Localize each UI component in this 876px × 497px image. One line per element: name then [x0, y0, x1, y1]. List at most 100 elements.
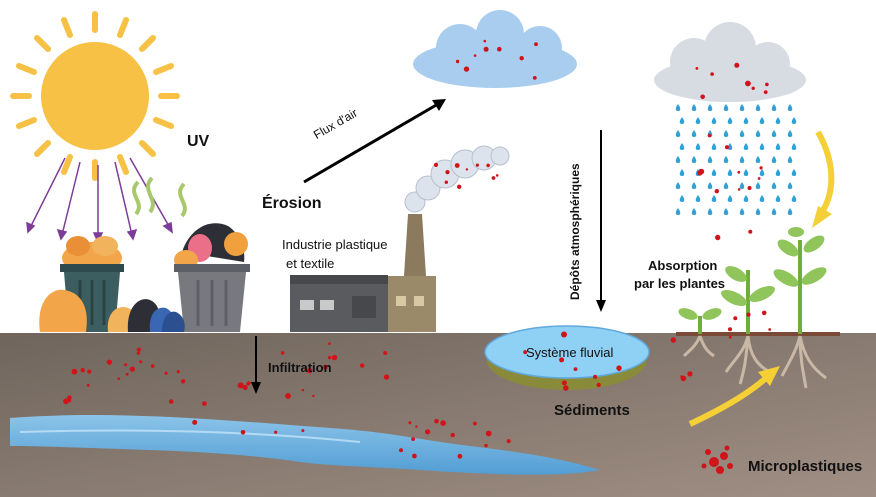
rain-drop	[691, 208, 697, 215]
rain-drop	[739, 208, 745, 215]
rain-cloud-icon	[654, 22, 806, 102]
microplastic-particle	[761, 310, 767, 316]
microplastic-particle	[463, 66, 470, 72]
microplastic-particle	[360, 363, 365, 368]
sun-icon	[10, 11, 180, 181]
rain-drop	[691, 156, 697, 163]
microplastic-particle	[327, 355, 332, 360]
microplastic-particle	[707, 133, 712, 138]
rain-drop	[759, 195, 765, 202]
rain-drop	[791, 143, 797, 150]
microplastic-particle	[433, 162, 439, 167]
rain-drop	[691, 130, 697, 137]
microplastic-particle	[475, 163, 479, 167]
rain-drop	[679, 143, 685, 150]
microplastic-particle	[63, 398, 69, 405]
rain-drop	[723, 156, 729, 163]
rain-drop	[743, 195, 749, 202]
microplastic-particle	[473, 421, 477, 426]
rain-drop	[723, 182, 729, 189]
rain-drop	[771, 130, 777, 137]
rain-drop	[771, 104, 777, 111]
garbage-bins-icon	[39, 176, 250, 332]
industry-label-line2: et textile	[286, 256, 335, 271]
rain-drop	[775, 143, 781, 150]
microplastic-particle	[751, 86, 755, 91]
microplastic-particle	[180, 379, 186, 384]
microplastic-particle	[383, 351, 388, 355]
rain-drop	[771, 208, 777, 215]
microplastic-particle	[483, 46, 489, 52]
microplastic-particle	[445, 170, 450, 175]
rain-drop	[739, 182, 745, 189]
microplastic-particle	[87, 369, 92, 374]
microplastic-particle	[700, 94, 705, 100]
microplastic-particle	[763, 90, 768, 94]
microplastic-particle	[733, 316, 738, 321]
rain-drop	[791, 169, 797, 176]
rain-drop	[679, 195, 685, 202]
microplastic-particle	[457, 453, 463, 459]
air-flow-arrow	[303, 99, 446, 184]
rain-drop	[695, 117, 701, 124]
microplastic-particle	[68, 399, 72, 403]
microplastic-particle	[331, 354, 338, 361]
atmospheric-deposits-label: Dépôts atmosphériques	[568, 163, 582, 300]
microplastic-particle	[192, 419, 198, 425]
microplastic-particle	[139, 360, 143, 364]
microplastic-particle	[150, 364, 155, 368]
infiltration-label: Infiltration	[268, 360, 332, 375]
rain-drop	[727, 117, 733, 124]
microplastic-particle	[465, 168, 469, 171]
rain-drop	[711, 169, 717, 176]
microplastic-particle	[519, 56, 524, 61]
microplastic-particle	[434, 418, 439, 424]
microplastic-particle	[768, 328, 772, 331]
microplastic-particle	[728, 335, 732, 339]
microplastic-particle	[483, 39, 487, 43]
microplastic-particle	[596, 382, 601, 388]
microplastic-particle	[240, 430, 246, 435]
microplastic-particle	[274, 430, 278, 434]
microplastic-particle	[532, 76, 537, 80]
microplastic-particle	[695, 67, 699, 70]
rain-drop	[675, 104, 681, 111]
microplastic-particle	[559, 357, 565, 363]
microplastic-particle	[715, 234, 721, 241]
rain-drop	[759, 169, 765, 176]
rain-drop	[787, 104, 793, 111]
plant-absorption-label-line2: par les plantes	[634, 276, 726, 291]
microplastic-particle	[573, 367, 578, 371]
rain-drop	[755, 208, 761, 215]
rain-drop	[755, 156, 761, 163]
microplastic-particle	[80, 368, 85, 373]
rain-drop	[723, 208, 729, 215]
rain-drop	[707, 104, 713, 111]
microplastic-particle	[117, 377, 121, 380]
rain-drop	[691, 182, 697, 189]
microplastic-particle	[71, 368, 78, 375]
rain-drop	[707, 208, 713, 215]
rain-drop	[787, 208, 793, 215]
microplastic-particle	[307, 368, 313, 374]
rain-drop	[787, 130, 793, 137]
rain-drop	[675, 130, 681, 137]
microplastic-particle	[473, 54, 477, 57]
microplastic-particle	[457, 184, 462, 189]
rain-drop	[695, 143, 701, 150]
erosion-label: Érosion	[262, 195, 322, 212]
microplastic-particle	[734, 62, 740, 68]
microplastic-particle	[202, 401, 207, 406]
microplastic-particle	[745, 80, 751, 87]
river-system-basin	[484, 325, 650, 379]
microplastic-particle	[759, 166, 763, 170]
microplastic-particle	[486, 163, 490, 168]
microplastic-particle	[495, 174, 499, 177]
rain-drop	[771, 182, 777, 189]
rain-drop	[771, 156, 777, 163]
atmospheric-deposits-arrow	[596, 130, 606, 312]
microplastic-particle	[301, 388, 305, 392]
microplastic-particle	[168, 399, 174, 404]
rain-drop	[743, 169, 749, 176]
